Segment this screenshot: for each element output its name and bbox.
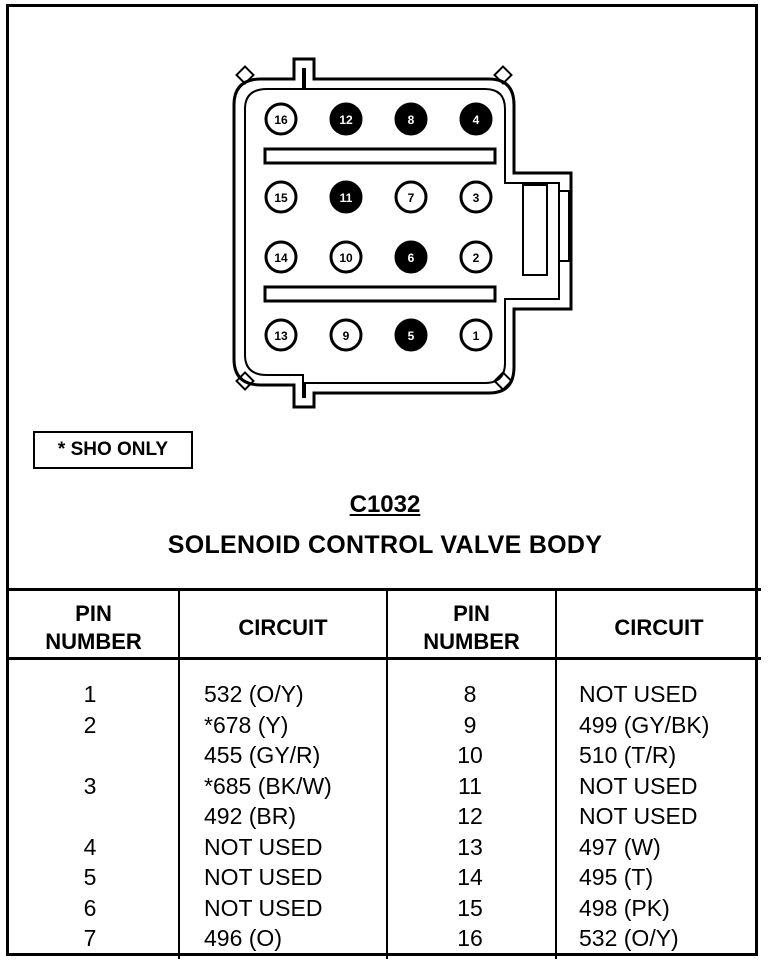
- pin-number: 9: [463, 711, 477, 738]
- pin-label: 2: [473, 251, 480, 265]
- pin-cavity-6: 6: [394, 240, 428, 274]
- pin-number-header-right: PIN NUMBER: [423, 601, 520, 654]
- connector-housing-inner: [244, 68, 560, 398]
- pin-number: 16: [457, 925, 483, 951]
- pin-cavity-10: 10: [329, 240, 363, 274]
- table-divider: [178, 591, 180, 959]
- pin-number-header-left: PIN NUMBER: [45, 601, 142, 654]
- circuit-value: 499 (GY/BK): [579, 711, 710, 738]
- pin-cavity-14: 14: [264, 240, 298, 274]
- circuit-value: NOT USED: [204, 833, 323, 860]
- pin-cavity-7: 7: [394, 180, 428, 214]
- connector-face-drawing: 16 12 8 4 15 11 7 3 14 10 6 2 13 9 5 1: [232, 57, 573, 409]
- circuit-value: *685 (BK/W): [204, 772, 332, 799]
- circuit-value: NOT USED: [579, 803, 698, 829]
- left-pin-column: 1 2 3 4 5 6 7: [55, 679, 125, 954]
- pin-label: 6: [408, 251, 415, 265]
- pin-number: [55, 740, 125, 771]
- right-circuit-column: NOT USED 499 (GY/BK) 510 (T/R) NOT USED …: [579, 679, 757, 954]
- pin-label: 4: [473, 113, 480, 127]
- connector-name: SOLENOID CONTROL VALVE BODY: [167, 531, 603, 559]
- keying-slot-upper: [263, 147, 497, 165]
- circuit-value: 498 (PK): [579, 894, 670, 921]
- pin-label: 5: [408, 329, 415, 343]
- circuit-value: 495 (T): [579, 864, 654, 890]
- pin-cavity-2: 2: [459, 240, 493, 274]
- corner-tab: [493, 371, 513, 391]
- pin-label: 8: [408, 113, 415, 127]
- circuit-header-right: CIRCUIT: [614, 615, 704, 640]
- circuit-value: NOT USED: [204, 864, 323, 890]
- pin-cavity-11: 11: [329, 180, 363, 214]
- pin-number: 12: [457, 803, 483, 829]
- pin-number: 1: [83, 681, 97, 707]
- connector-latch-tab: [558, 190, 570, 262]
- pin-label: 9: [343, 329, 350, 343]
- circuit-value: NOT USED: [579, 681, 698, 707]
- circuit-value: NOT USED: [204, 894, 323, 921]
- pin-label: 15: [274, 191, 288, 205]
- circuit-header-left: CIRCUIT: [238, 615, 328, 640]
- connector-housing-outer: [232, 57, 573, 409]
- pin-label: 16: [274, 113, 288, 127]
- circuit-value: 455 (GY/R): [204, 742, 321, 768]
- pin-label: 1: [473, 329, 480, 343]
- circuit-value: 492 (BR): [204, 803, 297, 829]
- circuit-value: NOT USED: [579, 772, 698, 799]
- pin-label: 13: [274, 329, 288, 343]
- left-circuit-column: 532 (O/Y) *678 (Y) 455 (GY/R) *685 (BK/W…: [204, 679, 382, 954]
- circuit-value: *678 (Y): [204, 711, 289, 738]
- pin-cavity-5: 5: [394, 318, 428, 352]
- pin-cavity-8: 8: [394, 102, 428, 136]
- pin-label: 11: [340, 191, 353, 205]
- pin-cavity-15: 15: [264, 180, 298, 214]
- table-header-rule: [9, 657, 761, 660]
- pin-cavity-9: 9: [329, 318, 363, 352]
- circuit-value: 532 (O/Y): [204, 681, 304, 707]
- pin-cavity-16: 16: [264, 102, 298, 136]
- pin-cavity-3: 3: [459, 180, 493, 214]
- keying-slot-lower: [263, 285, 497, 303]
- pin-label: 12: [339, 113, 353, 127]
- pin-label: 3: [473, 191, 480, 205]
- pin-number: 2: [83, 711, 97, 738]
- pin-number: 15: [457, 894, 483, 921]
- pin-cavity-13: 13: [264, 318, 298, 352]
- pin-number: 5: [83, 864, 97, 890]
- corner-tab: [235, 371, 255, 391]
- corner-tab: [493, 65, 513, 85]
- pin-cavity-1: 1: [459, 318, 493, 352]
- table-divider: [555, 591, 557, 959]
- pin-number: 11: [458, 772, 482, 799]
- pin-number: 4: [83, 833, 97, 860]
- connector-latch: [522, 184, 548, 276]
- pin-number: 3: [83, 772, 97, 799]
- pin-label: 10: [339, 251, 353, 265]
- pin-label: 14: [274, 251, 288, 265]
- corner-tab: [235, 65, 255, 85]
- pin-number: 6: [83, 894, 97, 921]
- table-divider: [386, 591, 388, 959]
- table-top-rule: [9, 588, 761, 591]
- pin-number: 13: [457, 833, 483, 860]
- circuit-value: 496 (O): [204, 925, 282, 951]
- pin-cavity-12: 12: [329, 102, 363, 136]
- pin-cavity-4: 4: [459, 102, 493, 136]
- sho-only-legend: * SHO ONLY: [33, 431, 193, 469]
- circuit-value: 497 (W): [579, 833, 661, 860]
- pin-number: 14: [457, 864, 483, 890]
- pin-number: 10: [457, 742, 483, 768]
- right-pin-column: 8 9 10 11 12 13 14 15 16: [435, 679, 505, 954]
- pin-label: 7: [408, 191, 415, 205]
- pin-number: 7: [83, 925, 97, 951]
- circuit-value: 532 (O/Y): [579, 925, 679, 951]
- connector-id: C1032: [349, 491, 421, 518]
- pin-number: 8: [463, 681, 477, 707]
- circuit-value: 510 (T/R): [579, 742, 677, 768]
- pin-number: [55, 801, 125, 832]
